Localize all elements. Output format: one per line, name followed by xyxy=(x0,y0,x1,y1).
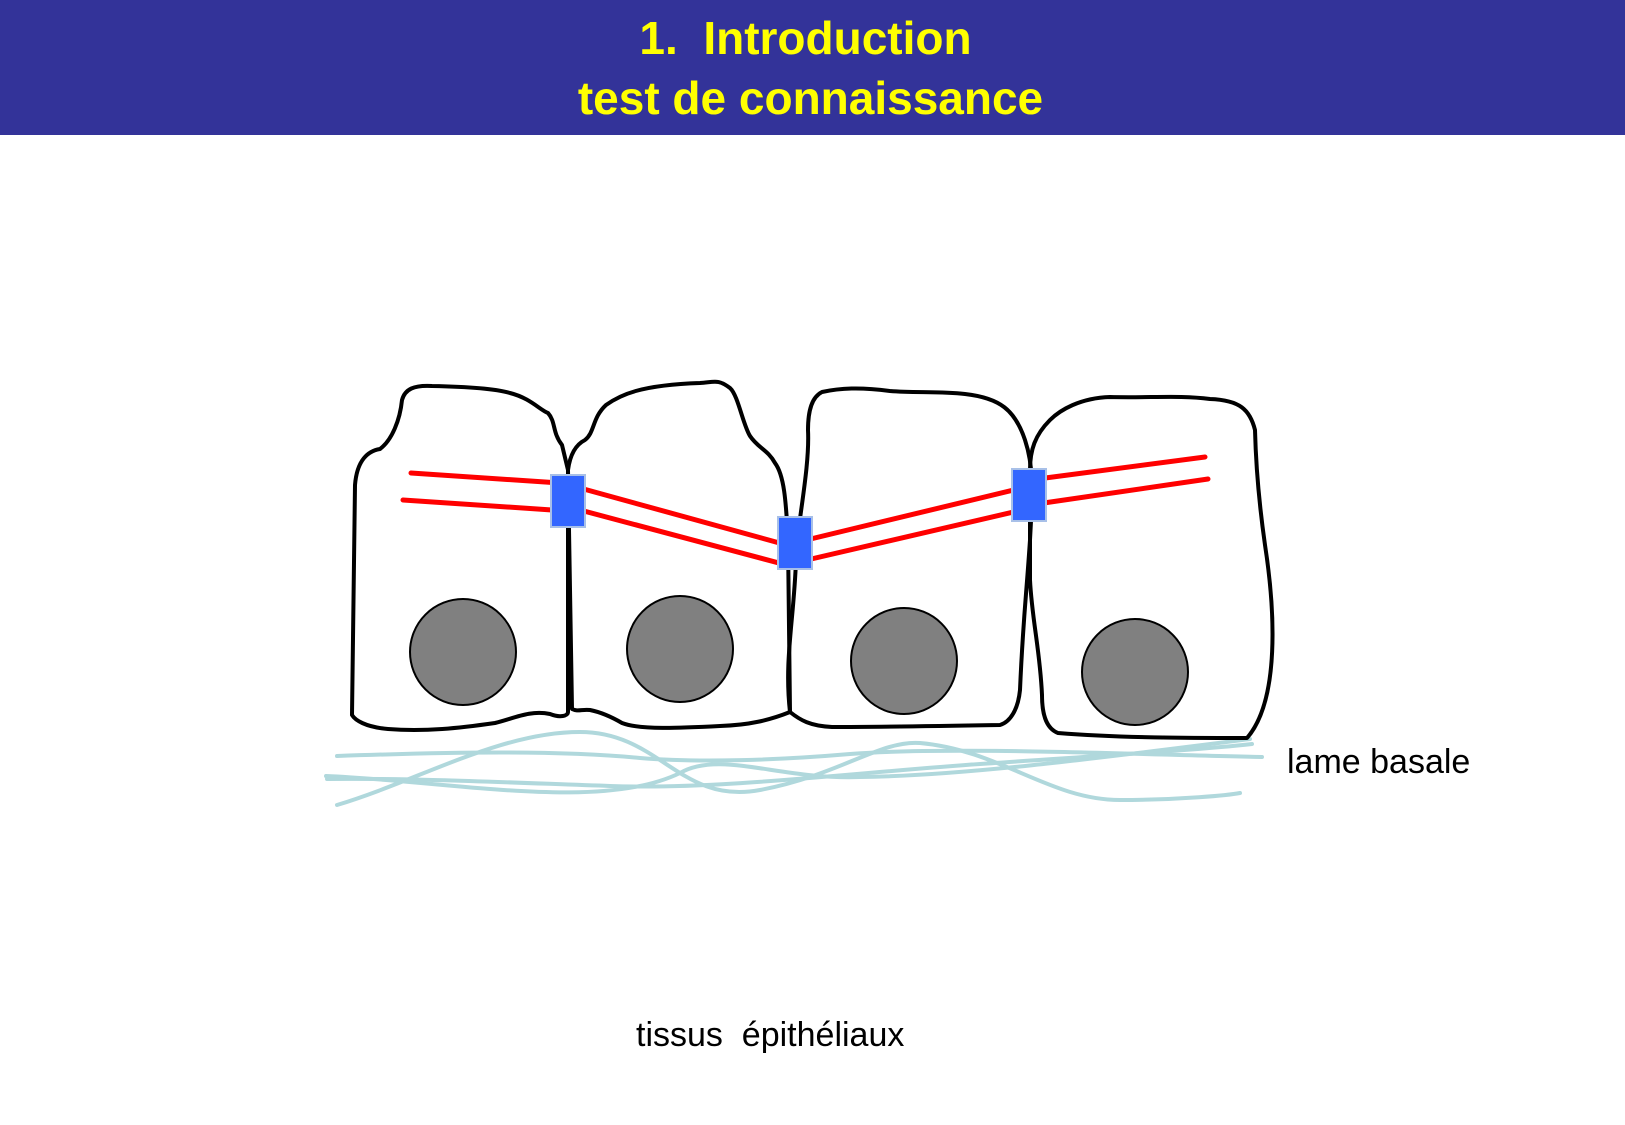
basement-membrane xyxy=(324,729,1264,807)
filament xyxy=(1027,454,1208,483)
cell-outlines xyxy=(350,379,1275,740)
cell-3 xyxy=(786,386,1035,729)
slide-subtitle: test de connaissance xyxy=(577,71,1044,124)
nucleus xyxy=(850,607,958,715)
cell-2 xyxy=(566,379,792,730)
basement-membrane-label: lame basale xyxy=(1287,743,1471,781)
filament xyxy=(577,485,797,550)
nuclei xyxy=(409,595,1189,726)
cell-4 xyxy=(1027,394,1275,740)
nucleus xyxy=(409,598,517,706)
filament xyxy=(1027,476,1211,508)
diagram-caption: tissus épithéliaux xyxy=(636,1016,905,1054)
nucleus xyxy=(626,595,734,703)
slide-title: 1. Introduction xyxy=(639,11,972,64)
junctions xyxy=(550,468,1047,570)
membrane-fiber xyxy=(324,737,1252,795)
membrane-fiber xyxy=(325,742,1254,789)
junction xyxy=(1011,468,1047,522)
title-bar: 1. Introduction test de connaissance xyxy=(0,0,1625,135)
membrane-fiber xyxy=(335,748,1264,763)
membrane-fiber xyxy=(335,729,1242,807)
nucleus xyxy=(1081,618,1189,726)
junction xyxy=(777,516,813,570)
filament xyxy=(577,507,797,570)
filament xyxy=(400,497,555,513)
filament xyxy=(791,485,1025,546)
intermediate-filaments xyxy=(400,454,1211,570)
cell-1 xyxy=(350,383,570,733)
filament xyxy=(408,470,563,486)
filament xyxy=(791,507,1025,566)
junction xyxy=(550,474,586,528)
